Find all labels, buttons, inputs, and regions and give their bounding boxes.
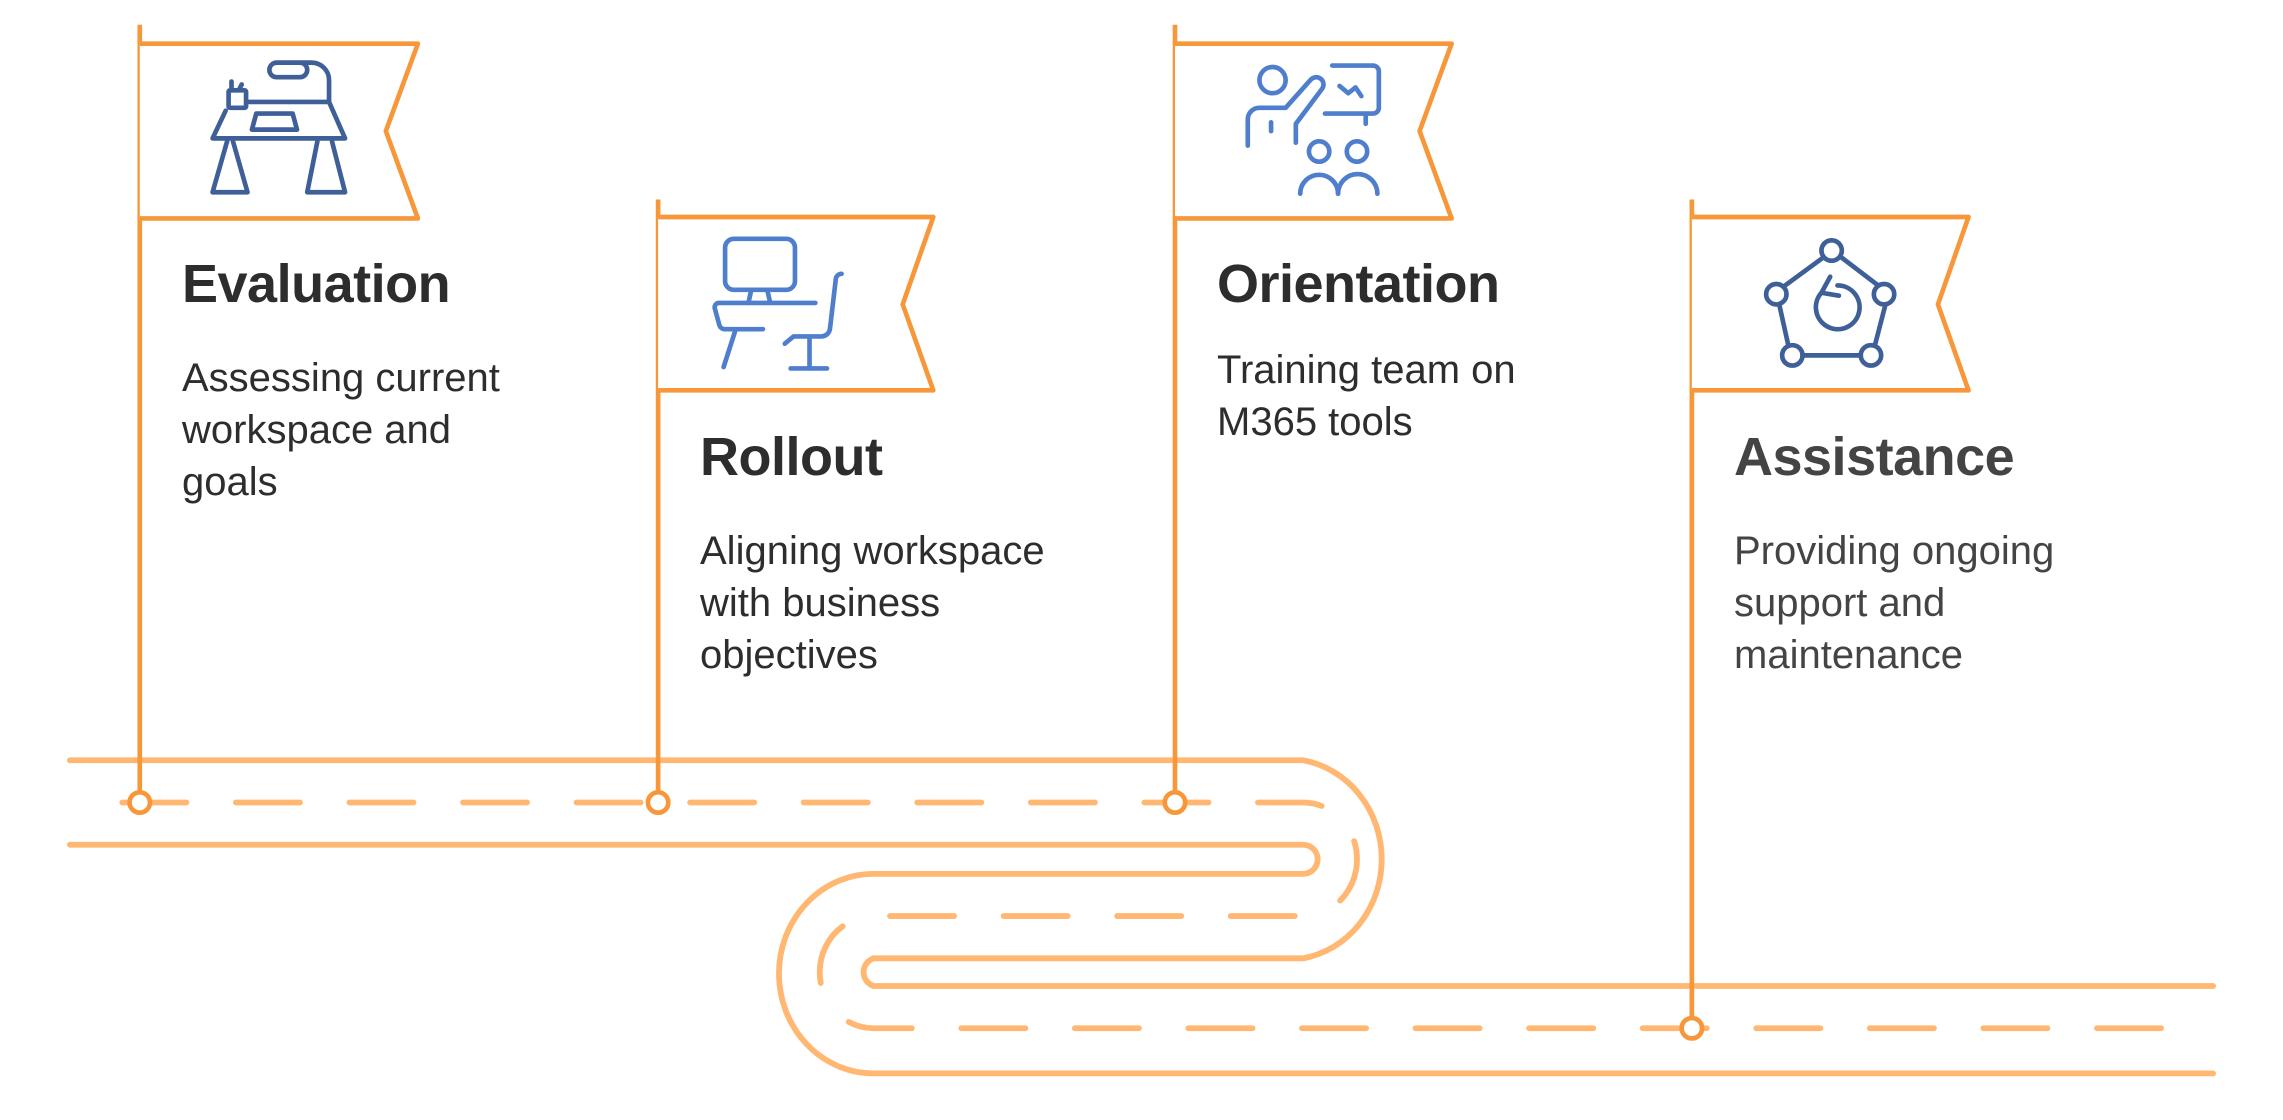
presenter-training-icon xyxy=(1245,63,1382,197)
milestone-title: Evaluation xyxy=(182,254,451,314)
milestone-orientation-text: Orientation Training team on M365 tools xyxy=(1217,252,1516,448)
flag-banner xyxy=(1174,41,1454,221)
road-edge-top xyxy=(66,757,1385,962)
milestone-evaluation-text: Evaluation Assessing current workspace a… xyxy=(182,252,500,508)
milestone-marker xyxy=(1162,789,1188,816)
milestone-title: Rollout xyxy=(700,427,883,487)
milestone-description: Assessing current workspace and goals xyxy=(182,356,500,504)
milestone-marker xyxy=(1679,1015,1705,1041)
road-edge-inner-2 xyxy=(860,955,2217,989)
milestone-rollout-text: Rollout Aligning workspace with business… xyxy=(700,425,1045,681)
desk-with-lamp-icon xyxy=(210,60,348,195)
milestone-description: Aligning workspace with business objecti… xyxy=(700,529,1045,677)
computer-workstation-icon xyxy=(712,236,844,371)
milestone-orientation xyxy=(1162,24,1454,816)
milestone-description: Training team on M365 tools xyxy=(1217,348,1516,444)
milestone-evaluation xyxy=(127,24,421,816)
road-edge-inner-1 xyxy=(66,841,2217,1077)
milestone-assistance-text: Assistance Providing ongoing support and… xyxy=(1734,425,2054,681)
flag-banner xyxy=(1691,214,1971,393)
milestone-title: Orientation xyxy=(1217,254,1500,314)
road-centerline-1 xyxy=(119,799,2173,1032)
milestone-rollout xyxy=(645,199,936,816)
milestone-marker xyxy=(645,789,671,816)
milestone-title: Assistance xyxy=(1734,427,2015,487)
support-cycle-network-icon xyxy=(1763,237,1897,368)
milestone-description: Providing ongoing support and maintenanc… xyxy=(1734,529,2055,677)
milestone-marker xyxy=(127,789,153,816)
winding-road xyxy=(66,757,2217,1077)
milestone-assistance xyxy=(1679,199,1971,1041)
